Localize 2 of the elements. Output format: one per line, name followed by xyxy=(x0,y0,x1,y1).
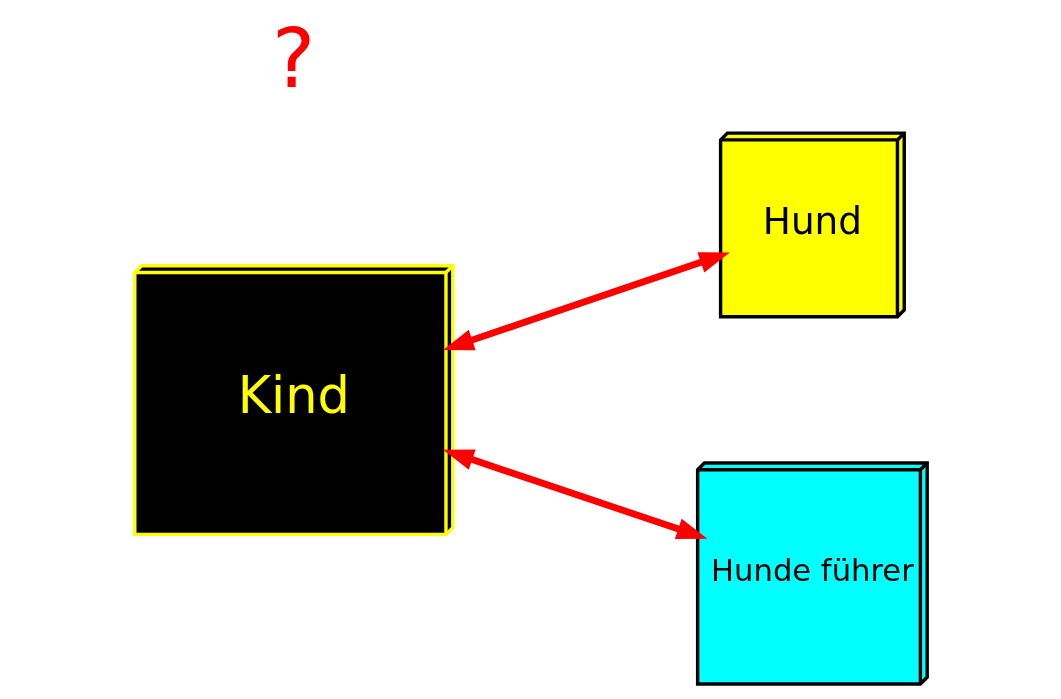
arrow xyxy=(442,449,707,540)
node-label: ? xyxy=(271,11,315,107)
